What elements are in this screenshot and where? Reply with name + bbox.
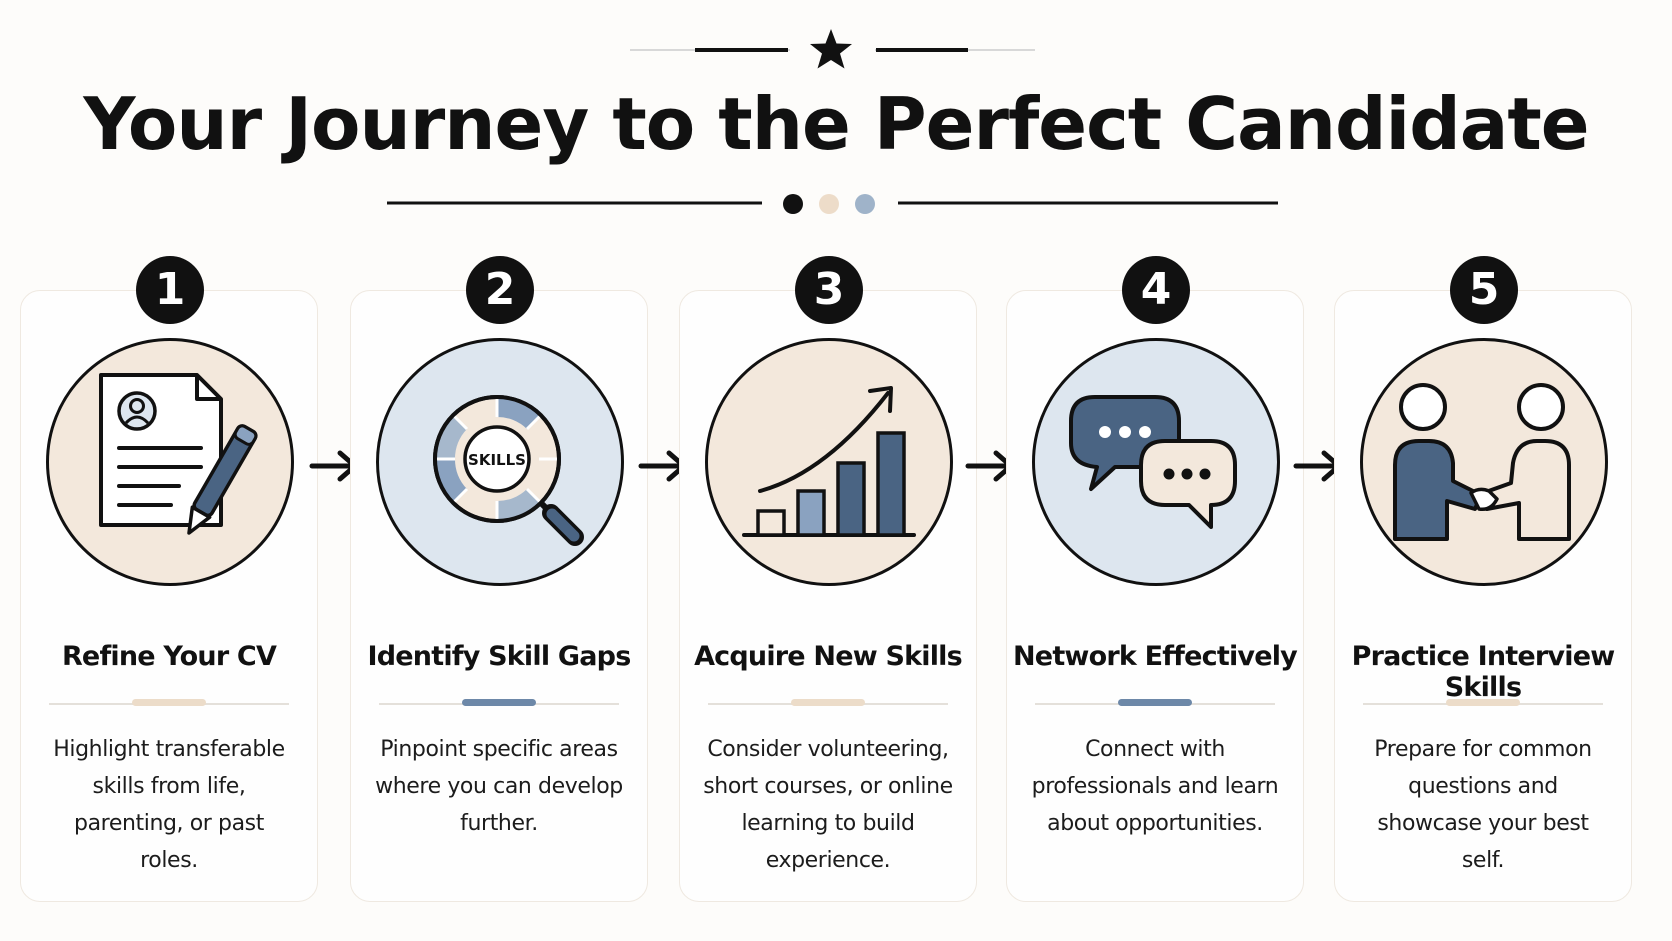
- step-number-badge-3: 3: [795, 256, 863, 324]
- skills-magnifier-icon: SKILLS: [433, 395, 584, 546]
- step-icon-circle-1: [46, 338, 294, 586]
- step-accent-1: [132, 699, 206, 706]
- step-number-badge-4: 4: [1122, 256, 1190, 324]
- step-number-badge-5: 5: [1450, 256, 1518, 324]
- skills-label: SKILLS: [468, 451, 526, 469]
- step-title-1: Refine Your CV: [61, 641, 277, 672]
- handshake-icon: [1393, 383, 1571, 541]
- step-icon-circle-4: [1032, 338, 1280, 586]
- step-title-3: Acquire New Skills: [694, 641, 963, 672]
- step-description-4: Connect with professionals and learn abo…: [1031, 737, 1279, 836]
- growth-chart-icon: [742, 386, 916, 537]
- step-description-1: Highlight transferable skills from life,…: [53, 737, 285, 873]
- step-icon-circle-3: [705, 338, 953, 586]
- step-icon-circle-2: SKILLS: [376, 338, 624, 586]
- step-title-5: Practice Interview Skills: [1351, 641, 1616, 703]
- step-title-4: Network Effectively: [1013, 641, 1298, 672]
- step-accent-2: [462, 699, 536, 706]
- step-accent-5: [1446, 699, 1520, 706]
- step-number-badge-2: 2: [466, 256, 534, 324]
- title-ornament-bottom: [387, 194, 1278, 214]
- page-title: Your Journey to the Perfect Candidate: [83, 82, 1589, 166]
- title-ornament-top: [630, 29, 1035, 69]
- step-description-3: Consider volunteering, short courses, or…: [703, 737, 953, 873]
- step-accent-3: [791, 699, 865, 706]
- step-icon-circle-5: [1360, 338, 1608, 586]
- dot-black: [783, 194, 803, 214]
- cv-pen-icon: [99, 373, 258, 535]
- step-number-badge-1: 1: [136, 256, 204, 324]
- step-accent-4: [1118, 699, 1192, 706]
- step-description-5: Prepare for common questions and showcas…: [1374, 737, 1592, 873]
- dot-blue: [855, 194, 875, 214]
- chat-bubbles-icon: [1069, 395, 1237, 529]
- dot-beige: [819, 194, 839, 214]
- step-description-2: Pinpoint specific areas where you can de…: [375, 737, 623, 836]
- step-title-2: Identify Skill Gaps: [367, 641, 632, 672]
- star-icon: [810, 29, 852, 69]
